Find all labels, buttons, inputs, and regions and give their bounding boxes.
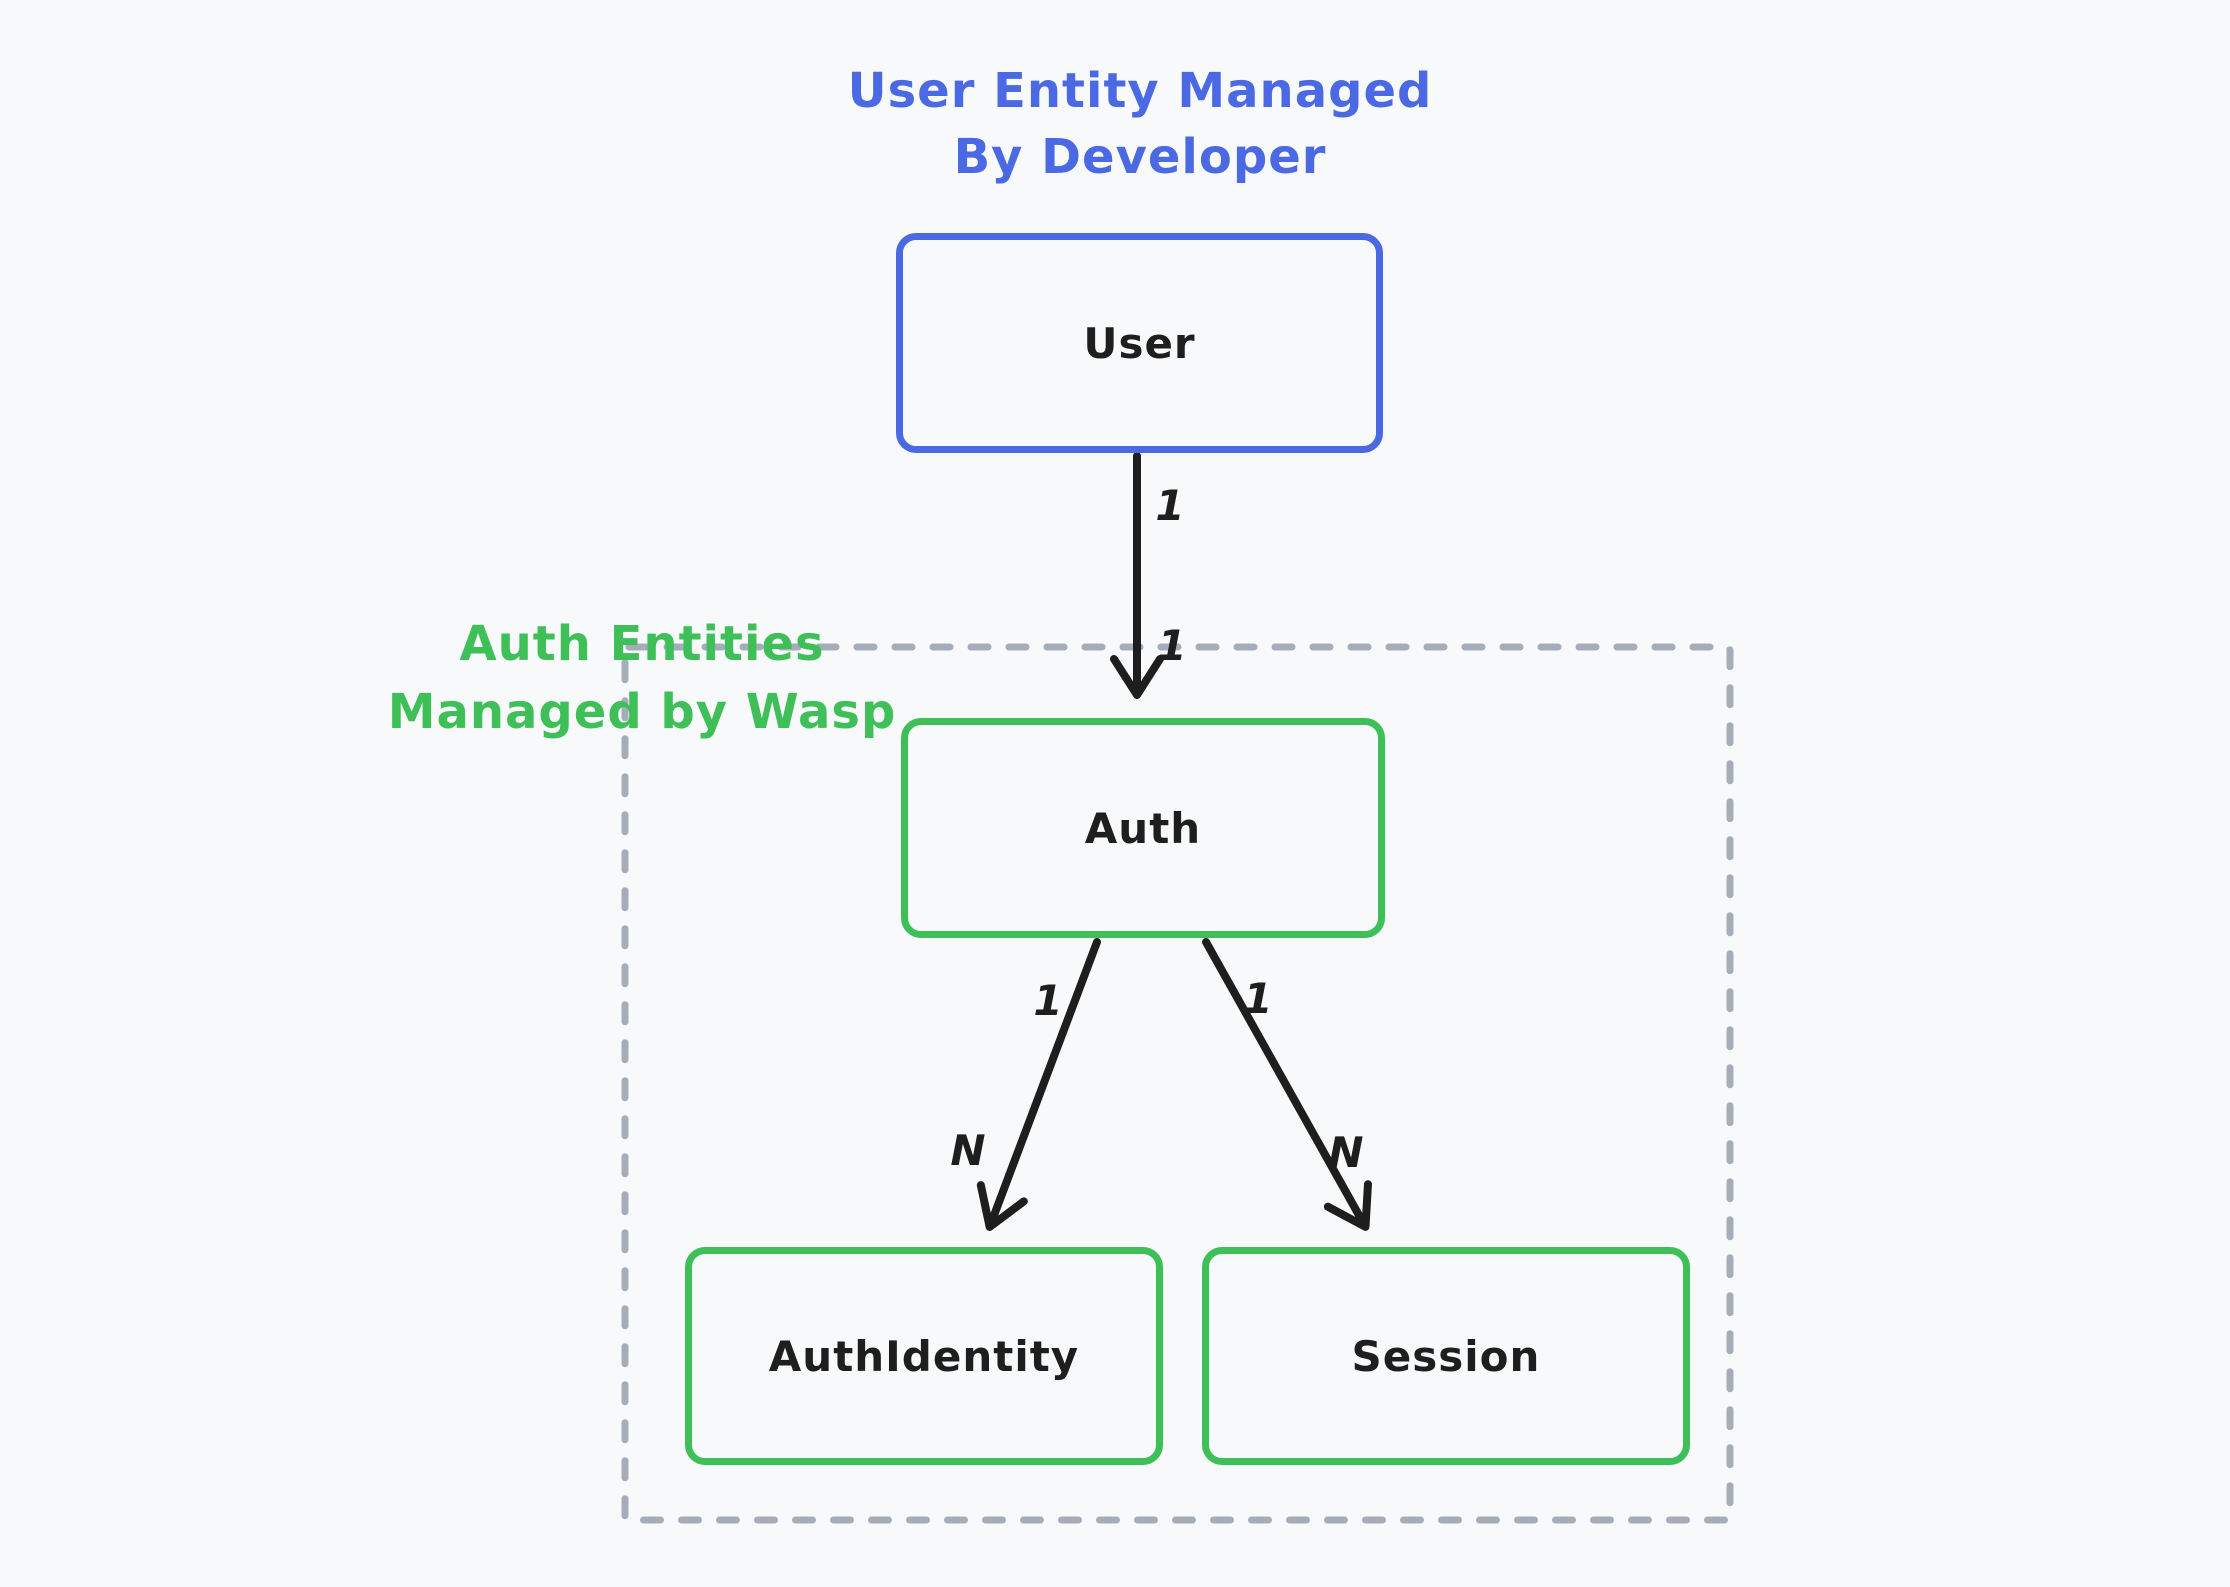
auth-to-session-arrow [1202,938,1372,1231]
cardinality-auth-session-target: N [1328,1127,1364,1177]
authidentity-entity-box: AuthIdentity [685,1247,1163,1465]
auth-to-authidentity-arrow [976,938,1101,1231]
cardinality-user-auth-source: 1 [1155,480,1185,530]
user-entity-box: User [896,233,1383,453]
user-entity-label: User [1083,318,1196,368]
user-entity-title-line1: User Entity Managed [847,63,1433,119]
auth-group-title: Auth Entities Managed by Wasp [322,610,962,746]
user-entity-title-line2: By Developer [953,129,1327,185]
auth-entity-box: Auth [901,718,1385,938]
cardinality-user-auth-target: 1 [1157,620,1187,670]
auth-entity-label: Auth [1084,803,1202,853]
cardinality-auth-session-source: 1 [1243,973,1273,1023]
auth-group-title-line2: Managed by Wasp [387,684,897,740]
session-entity-box: Session [1202,1247,1690,1465]
auth-group-dashed-border [621,643,1734,1524]
cardinality-auth-authidentity-source: 1 [1033,975,1063,1025]
cardinality-auth-authidentity-target: N [950,1125,986,1175]
user-entity-title: User Entity Managed By Developer [760,58,1520,190]
session-entity-label: Session [1351,1331,1541,1381]
auth-group-title-line1: Auth Entities [459,616,825,672]
authidentity-entity-label: AuthIdentity [768,1331,1080,1381]
